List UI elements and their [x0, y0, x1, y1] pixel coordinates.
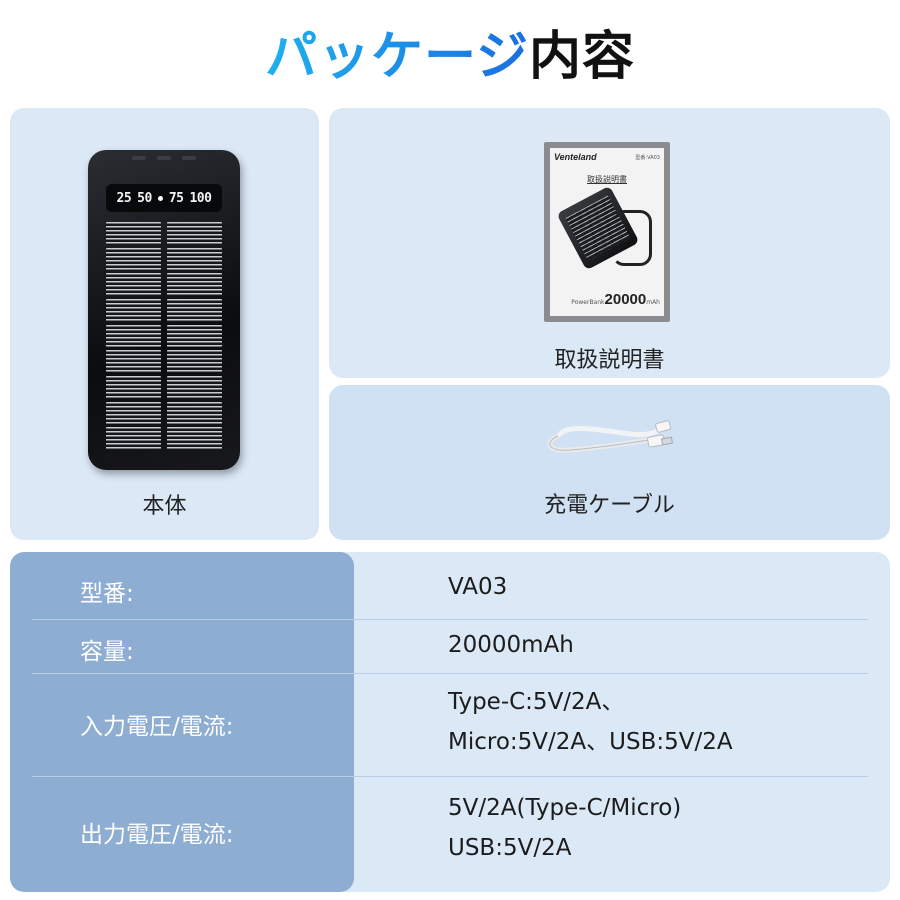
power-bank-display: 25 50 75 100	[106, 184, 222, 212]
main-unit-label: 本体	[142, 494, 187, 519]
spec-key: 出力電圧/電流:	[80, 822, 234, 848]
spec-key-column	[10, 552, 354, 892]
cable-image	[547, 420, 674, 453]
solar-panel	[106, 222, 222, 450]
manual-image: Venteland 型番:VA03 取扱説明書 PowerBank20000mA…	[544, 142, 670, 322]
manual-brand: Venteland	[554, 152, 597, 162]
page-title-rest: 内容	[528, 27, 635, 87]
display-75: 75	[168, 190, 184, 206]
spec-value: USB:5V/2A	[448, 835, 572, 861]
spec-value: Micro:5V/2A、USB:5V/2A	[448, 729, 733, 755]
manual-model: 型番:VA03	[635, 155, 660, 161]
display-100: 100	[189, 190, 212, 206]
page-title-accent: パッケージ	[265, 27, 529, 87]
manual-caption-big: 20000	[604, 291, 647, 308]
power-bank-buttons	[132, 156, 196, 160]
display-50: 50	[137, 190, 152, 206]
display-dot	[157, 195, 163, 201]
display-25: 25	[116, 190, 132, 206]
manual-caption-unit: mAh	[646, 299, 660, 306]
row-divider	[32, 776, 868, 777]
spec-value: 20000mAh	[448, 632, 574, 658]
spec-value: Type-C:5V/2A、	[448, 689, 625, 715]
manual-caption-small: PowerBank	[571, 299, 605, 306]
manual-label: 取扱説明書	[554, 348, 665, 373]
cable-label: 充電ケーブル	[544, 493, 675, 518]
spec-value: 5V/2A(Type-C/Micro)	[448, 795, 682, 821]
manual-caption: PowerBank20000mAh	[550, 291, 660, 308]
row-divider	[32, 673, 868, 674]
spec-value: VA03	[448, 574, 508, 600]
page-title: パッケージ内容	[0, 22, 900, 92]
spec-key: 容量:	[80, 639, 134, 665]
row-divider	[32, 619, 868, 620]
spec-key: 型番:	[80, 581, 134, 607]
manual-cover-title: 取扱説明書	[587, 175, 627, 184]
power-bank-image: 25 50 75 100	[88, 150, 240, 470]
spec-key: 入力電圧/電流:	[80, 714, 234, 740]
spec-table: 型番: VA03 容量: 20000mAh 入力電圧/電流: Type-C:5V…	[10, 552, 890, 892]
cable-card: 充電ケーブル	[329, 385, 890, 540]
manual-cables-image	[612, 210, 652, 266]
